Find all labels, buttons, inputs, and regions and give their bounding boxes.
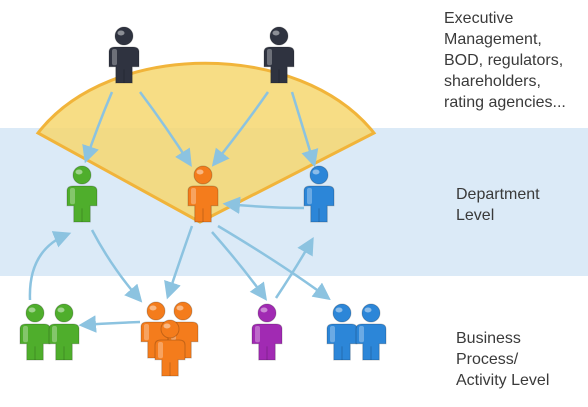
activity-level-label: Business Process/ Activity Level [456,330,550,389]
arrow-blue-to-orange [222,196,305,214]
activity-person-orange-3 [154,319,186,377]
arrow-exec1-to-orange [139,91,192,167]
executive-person-2 [263,26,295,84]
department-person-green [66,165,98,223]
activity-person-blue-2 [355,303,387,361]
executive-oversight-fan [35,61,377,224]
arrow-green-to-orange-team [90,229,143,303]
department-person-orange [187,165,219,223]
arrow-orange-to-blue-team [217,224,331,301]
arrow-exec2-to-blue [290,91,319,168]
activity-person-green-1 [19,303,51,361]
arrow-exec2-to-orange [211,91,270,167]
arrow-orange-team-to-green-team [78,315,141,333]
department-person-blue [303,165,335,223]
arrows-group [28,91,331,333]
activity-person-green-2 [48,303,80,361]
arrow-green-team-to-green [28,231,72,301]
arrow-purple-to-blue [274,236,314,299]
arrow-orange-to-orange-team [164,225,194,300]
activity-person-blue-1 [326,303,358,361]
arrow-exec1-to-green [82,91,114,164]
executive-person-1 [108,26,140,84]
executive-level-label: Executive Management, BOD, regulators, s… [444,10,566,111]
people-group [19,26,387,377]
arrow-orange-to-purple [211,231,268,301]
department-level-label: Department Level [456,186,540,224]
activity-person-purple [251,303,283,361]
